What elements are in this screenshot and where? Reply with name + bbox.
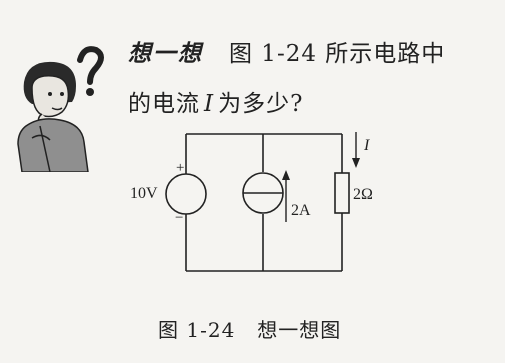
question-line2-a: 的电流 — [128, 91, 200, 117]
minus-sign: − — [175, 210, 183, 226]
current-variable: I — [204, 91, 215, 117]
current-source-label: 2A — [291, 202, 311, 219]
branch-current-label: I — [363, 137, 370, 154]
thinking-person-illustration — [17, 46, 104, 172]
plus-sign: + — [176, 160, 184, 176]
resistor-label: 2Ω — [353, 186, 373, 203]
figure-number: 图 1-24 — [158, 318, 236, 342]
figure-caption: 图 1-24 想一想图 — [158, 314, 341, 343]
question-part1: 图 1-24 所示电路中 — [229, 41, 446, 67]
branch-current-arrowhead — [352, 158, 360, 168]
think-keyword: 想一想 — [128, 41, 203, 67]
resistor-symbol — [334, 172, 350, 214]
source-current-arrowhead — [282, 170, 290, 180]
question-line2-b: 为多少? — [218, 91, 304, 117]
voltage-source-label: 10V — [130, 185, 158, 202]
question-heading: 想一想图 1-24 所示电路中 — [128, 34, 445, 68]
figure-title: 想一想图 — [257, 318, 342, 342]
voltage-source-symbol — [165, 173, 207, 215]
